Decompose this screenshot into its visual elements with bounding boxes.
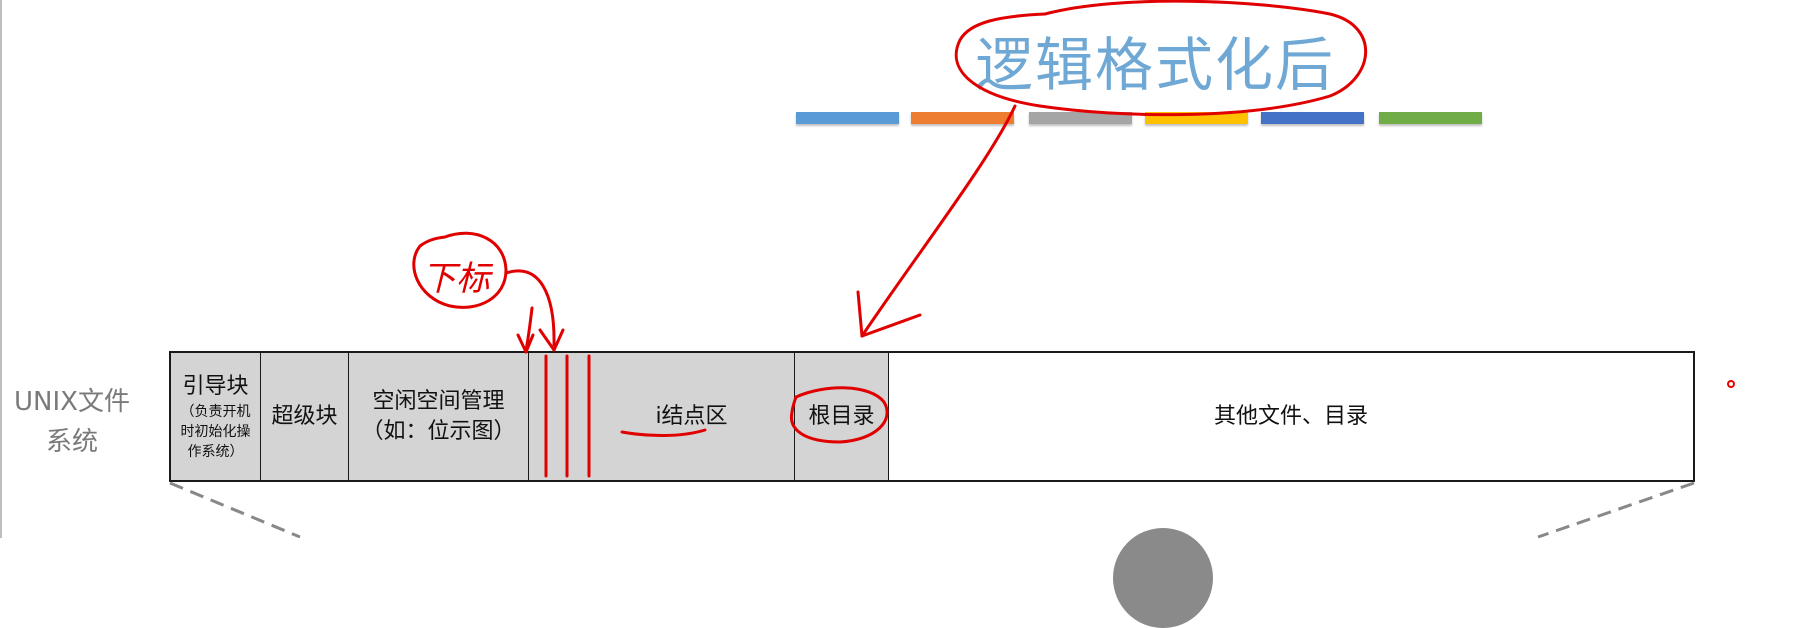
gray-cursor-disc [1113, 528, 1213, 628]
free-space-management: 空闲空间管理 （如：位示图） [349, 353, 529, 480]
unix-fs-label-line2: 系统 [45, 427, 98, 457]
boot-block-title: 引导块 [182, 373, 249, 399]
legend-swatch-green [1379, 112, 1482, 124]
disk-layout-strip: 引导块 （负责开机 时初始化操 作系统） 超级块 空闲空间管理 （如：位示图） … [169, 351, 1695, 482]
unix-fs-label-line1: UNIX文件 [14, 387, 130, 417]
boot-block-note-1: （负责开机 [180, 403, 251, 420]
superblock-label: 超级块 [271, 403, 338, 429]
boot-block-note-3: 作系统） [187, 443, 244, 460]
red-pointer-dot [1727, 380, 1735, 388]
free-space-note: （如：位示图） [361, 418, 516, 444]
inode-area: i结点区 [529, 353, 795, 480]
inode-area-label: i结点区 [655, 403, 728, 429]
superblock: 超级块 [261, 353, 349, 480]
other-files-label: 其他文件、目录 [1213, 403, 1368, 429]
free-space-title: 空闲空间管理 [372, 388, 505, 414]
boot-block: 引导块 （负责开机 时初始化操 作系统） [171, 353, 261, 480]
zoom-guide-left [169, 481, 301, 538]
boot-block-note-2: 时初始化操 [180, 423, 251, 440]
zoom-guide-lines [169, 481, 1695, 538]
left-edge-divider [0, 0, 2, 538]
zoom-guide-right [1537, 481, 1695, 538]
unix-fs-label: UNIX文件 系统 [4, 382, 140, 462]
other-files-directories: 其他文件、目录 [889, 353, 1693, 480]
